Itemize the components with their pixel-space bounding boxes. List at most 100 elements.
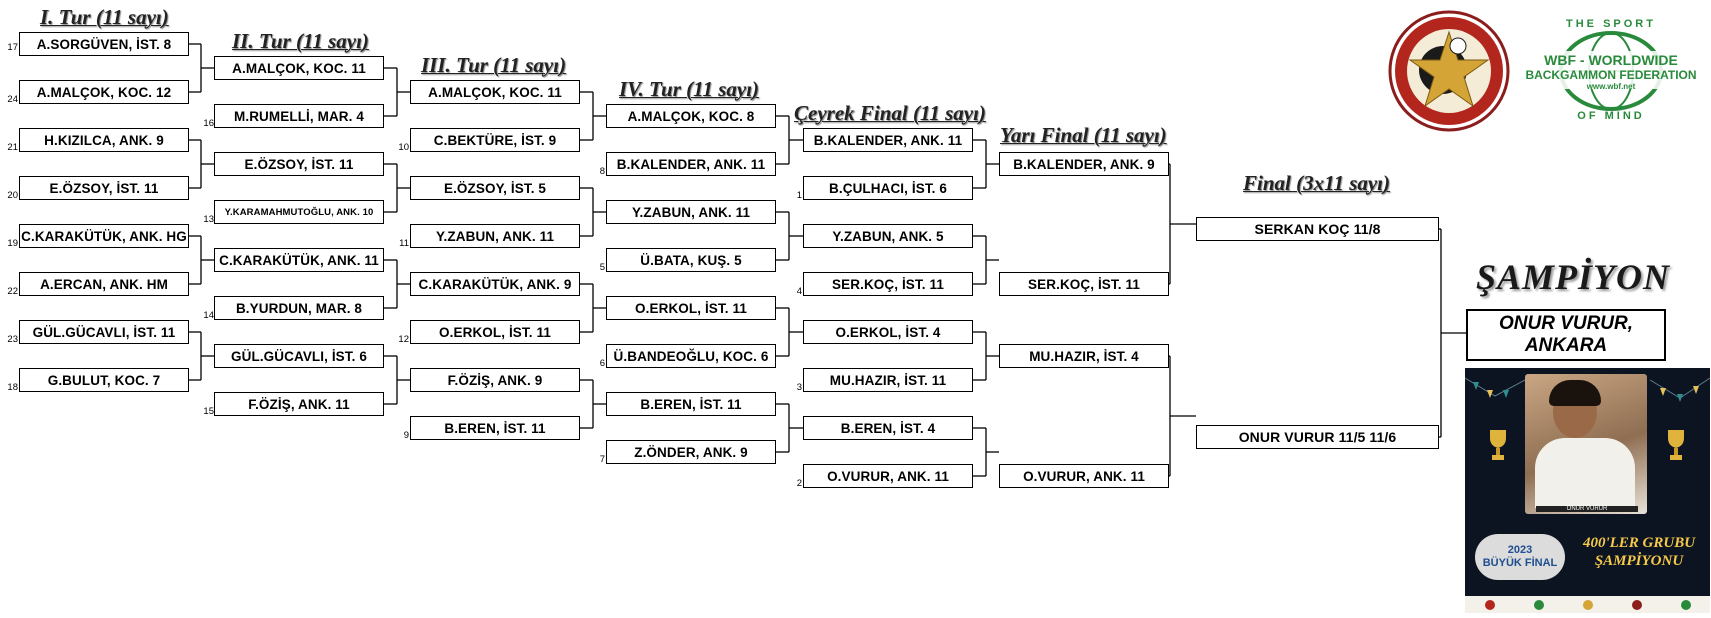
match-slot: B.ÇULHACI, İST. 6 xyxy=(803,176,973,200)
match-slot: B.KALENDER, ANK. 11 xyxy=(803,128,973,152)
gold-line-2: ŞAMPİYONU xyxy=(1594,553,1684,569)
wbf-url: www.wbf.net xyxy=(1586,82,1636,91)
seed-number: 18 xyxy=(7,382,18,393)
match-slot: A.MALÇOK, KOC. 11 xyxy=(214,56,384,80)
match-slot: E.ÖZSOY, İST. 11 xyxy=(214,152,384,176)
match-slot: E.ÖZSOY, İST. 11 xyxy=(19,176,189,200)
seed-number: 6 xyxy=(599,358,605,369)
seed-number: 10 xyxy=(398,142,409,153)
match-slot: A.MALÇOK, KOC. 8 xyxy=(606,104,776,128)
seed-number: 1 xyxy=(796,190,802,201)
match-slot: C.KARAKÜTÜK, ANK. 11 xyxy=(214,248,384,272)
bunting-decoration xyxy=(1465,377,1710,402)
match-slot: M.RUMELLİ, MAR. 4 xyxy=(214,104,384,128)
match-slot: B.KALENDER, ANK. 11 xyxy=(606,152,776,176)
match-slot: SER.KOÇ, İST. 11 xyxy=(803,272,973,296)
match-slot: A.SORGÜVEN, İST. 8 xyxy=(19,32,189,56)
seed-number: 21 xyxy=(7,142,18,153)
round-title-2: II. Tur (11 sayı) xyxy=(232,29,369,53)
sponsor-strip xyxy=(1465,596,1710,613)
wbf-logo-icon: THE SPORT WBF - WORLDWIDE BACKGAMMON FED… xyxy=(1521,18,1701,122)
match-slot: MU.HAZIR, İST. 4 xyxy=(999,344,1169,368)
trophy-icon xyxy=(1490,430,1506,460)
player-hair xyxy=(1549,380,1601,406)
trophy-icon xyxy=(1668,430,1684,460)
match-slot: B.KALENDER, ANK. 9 xyxy=(999,152,1169,176)
seed-number: 8 xyxy=(599,166,605,177)
match-slot: O.VURUR, ANK. 11 xyxy=(999,464,1169,488)
round-title-1: I. Tur (11 sayı) xyxy=(40,5,169,29)
sponsor-icon xyxy=(1533,599,1544,610)
photo-caption: ONUR VURUR xyxy=(1536,506,1638,512)
match-slot: C.KARAKÜTÜK, ANK. HG xyxy=(19,224,189,248)
wbf-line1: WBF - WORLDWIDE xyxy=(1544,52,1678,68)
seed-number: 7 xyxy=(599,454,605,465)
seed-number: 2 xyxy=(796,478,802,489)
match-slot: F.ÖZİŞ, ANK. 9 xyxy=(410,368,580,392)
round-title-semifinal: Yarı Final (11 sayı) xyxy=(1000,123,1167,147)
match-slot: G.BULUT, KOC. 7 xyxy=(19,368,189,392)
match-slot: A.ERCAN, ANK. HM xyxy=(19,272,189,296)
wbf-line2: BACKGAMMON FEDERATION xyxy=(1525,68,1696,82)
match-slot: Y.ZABUN, ANK. 11 xyxy=(606,200,776,224)
seed-number: 3 xyxy=(796,382,802,393)
seed-number: 16 xyxy=(203,118,214,129)
match-slot: A.MALÇOK, KOC. 12 xyxy=(19,80,189,104)
match-slot: B.EREN, İST. 11 xyxy=(410,416,580,440)
champion-title: ŞAMPİYON xyxy=(1476,257,1671,297)
champion-box: ONUR VURUR, ANKARA xyxy=(1466,309,1666,361)
match-slot: Y.KARAMAHMUTOĞLU, ANK. 10 xyxy=(214,200,384,224)
match-slot: B.YURDUN, MAR. 8 xyxy=(214,296,384,320)
match-slot: GÜL.GÜCAVLI, İST. 11 xyxy=(19,320,189,344)
match-slot: E.ÖZSOY, İST. 5 xyxy=(410,176,580,200)
seed-number: 14 xyxy=(203,310,214,321)
round-title-3: III. Tur (11 sayı) xyxy=(421,53,567,77)
round-title-final: Final (3x11 sayı) xyxy=(1243,171,1391,195)
sponsor-icon xyxy=(1484,599,1495,610)
seed-number: 13 xyxy=(203,214,214,225)
seed-number: 4 xyxy=(796,286,802,297)
match-slot: H.KIZILCA, ANK. 9 xyxy=(19,128,189,152)
match-slot: A.MALÇOK, KOC. 11 xyxy=(410,80,580,104)
match-slot: Y.ZABUN, ANK. 11 xyxy=(410,224,580,248)
match-slot: B.EREN, İST. 11 xyxy=(606,392,776,416)
champion-name: ONUR VURUR, xyxy=(1498,313,1634,334)
poster-gold-title: 400'LER GRUBU ŞAMPİYONU xyxy=(1573,534,1705,570)
wbf-top-text: THE SPORT xyxy=(1566,18,1656,30)
badge-year: 2023 xyxy=(1507,544,1533,556)
seed-number: 12 xyxy=(398,334,409,345)
wbf-bottom-text: OF MIND xyxy=(1577,110,1644,122)
sponsor-icon xyxy=(1680,599,1691,610)
match-slot: Z.ÖNDER, ANK. 9 xyxy=(606,440,776,464)
match-slot: Ü.BANDEOĞLU, KOC. 6 xyxy=(606,344,776,368)
match-slot: C.BEKTÜRE, İST. 9 xyxy=(410,128,580,152)
seed-number: 20 xyxy=(7,190,18,201)
match-slot: O.ERKOL, İST. 11 xyxy=(410,320,580,344)
final-slot: SERKAN KOÇ 11/8 xyxy=(1196,217,1439,241)
champion-poster: ONUR VURUR 2023 BÜYÜK FİNAL 400'LER GRUB… xyxy=(1465,368,1710,613)
match-slot: SER.KOÇ, İST. 11 xyxy=(999,272,1169,296)
player-shirt xyxy=(1535,438,1635,508)
club-logo-icon xyxy=(1388,10,1510,132)
match-slot: Y.ZABUN, ANK. 5 xyxy=(803,224,973,248)
match-slot: Ü.BATA, KUŞ. 5 xyxy=(606,248,776,272)
match-slot: C.KARAKÜTÜK, ANK. 9 xyxy=(410,272,580,296)
seed-number: 22 xyxy=(7,286,18,297)
seed-number: 19 xyxy=(7,238,18,249)
sponsor-icon xyxy=(1582,599,1593,610)
match-slot: O.VURUR, ANK. 11 xyxy=(803,464,973,488)
seed-number: 17 xyxy=(7,42,18,53)
badge-text: BÜYÜK FİNAL xyxy=(1482,557,1558,569)
match-slot: B.EREN, İST. 4 xyxy=(803,416,973,440)
match-slot: GÜL.GÜCAVLI, İST. 6 xyxy=(214,344,384,368)
seed-number: 9 xyxy=(403,430,409,441)
sponsor-icon xyxy=(1631,599,1642,610)
final-slot: ONUR VURUR 11/5 11/6 xyxy=(1196,425,1439,449)
final-badge: 2023 BÜYÜK FİNAL xyxy=(1475,534,1565,580)
seed-number: 5 xyxy=(599,262,605,273)
round-title-quarterfinal: Çeyrek Final (11 sayı) xyxy=(794,101,986,125)
seed-number: 11 xyxy=(399,238,409,249)
champion-city: ANKARA xyxy=(1524,335,1608,356)
seed-number: 15 xyxy=(203,406,214,417)
